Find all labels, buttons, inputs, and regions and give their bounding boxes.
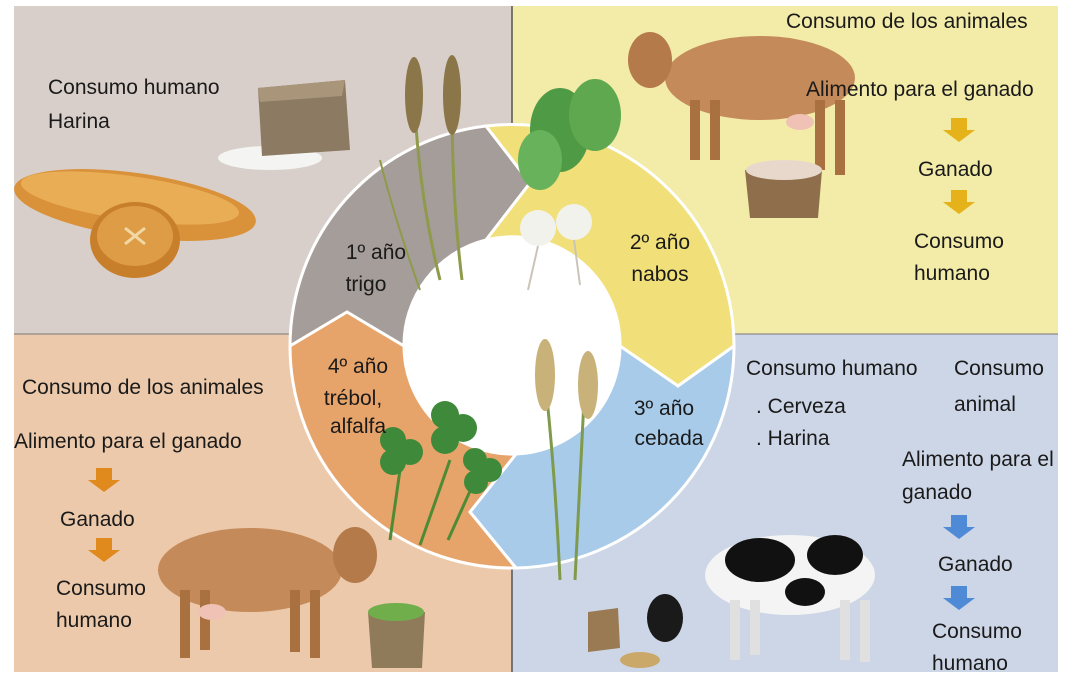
wheel-year3-label: 3º año [633,397,695,420]
bottom-right-step2: Ganado [938,553,1013,576]
wheel-year1-crop: trigo [345,273,387,296]
wheel-segment-year1 [288,124,532,348]
top-right-heading: Consumo de los animales [786,10,1028,33]
bottom-left-step1: Alimento para el ganado [14,430,242,453]
wheel-year1-label: 1º año [345,241,407,264]
barley-icon [535,339,598,581]
arrow-down-icon [943,190,975,214]
wheel-year3-crop: cebada [634,427,704,450]
bottom-left-step3-line2: humano [56,609,132,632]
wheel-year2-crop: nabos [631,263,689,286]
top-right-step2: Ganado [918,158,993,181]
bottom-left-heading: Consumo de los animales [22,376,264,399]
arrow-down-icon [943,515,975,539]
bottom-right-human-item2: . Harina [756,427,830,450]
flour-sack-icon [218,80,350,170]
wheel-year4-crop-line2: alfalfa [329,415,387,438]
arrow-down-icon [943,586,975,610]
bottom-right-animal-heading-line1: Consumo [954,357,1044,380]
wheel-year4-label: 4º año [327,355,389,378]
arrow-down-icon [88,538,120,562]
bread-icon [14,169,256,278]
arrow-down-icon [88,468,120,492]
clover-icon [380,401,502,546]
feed-sack-icon [368,603,425,668]
top-left-product: Harina [48,110,110,133]
bottom-left-step2: Ganado [60,508,135,531]
wheel-year2-label: 2º año [629,231,691,254]
bottom-right-animal-heading-line2: animal [954,393,1016,416]
bottom-right-step3-line2: humano [932,652,1008,675]
wheel-year4-crop-line1: trébol, [323,387,383,410]
top-right-step1: Alimento para el ganado [806,78,1034,101]
wheel-center [404,238,620,454]
cow-bottom-right-icon [647,535,875,662]
bottom-right-step3-line1: Consumo [932,620,1022,643]
cow-bottom-left-icon [158,527,377,658]
top-left-heading: Consumo humano [48,76,220,99]
feed-basket-icon [745,160,822,218]
bottom-right-step1-line1: Alimento para el [902,448,1054,471]
top-right-step3-line2: humano [914,262,990,285]
grain-sack-icon [588,608,660,668]
top-right-step3-line1: Consumo [914,230,1004,253]
bottom-right-step1-line2: ganado [902,481,973,504]
bottom-left-step3-line1: Consumo [56,577,146,600]
arrow-down-icon [943,118,975,142]
turnip-icon [518,79,621,291]
cow-top-right-icon [628,32,855,175]
bottom-right-human-heading: Consumo humano [746,357,918,380]
bottom-right-human-item1: . Cerveza [756,395,846,418]
wheat-icon [379,55,464,291]
